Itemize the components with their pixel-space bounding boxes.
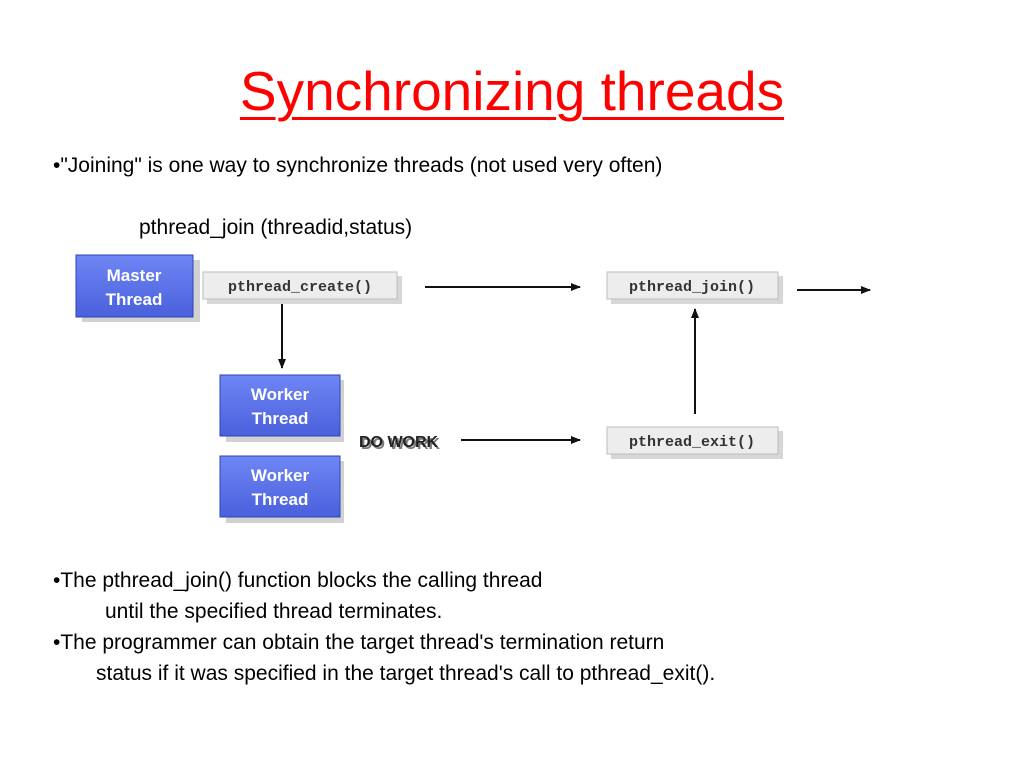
bullet-joining: •"Joining" is one way to synchronize thr… xyxy=(53,154,663,177)
do-work-label: DO WORK xyxy=(359,434,439,451)
pthread-join-label: pthread_join() xyxy=(629,279,755,296)
master-thread-box: Master Thread xyxy=(75,254,200,322)
pthread-join-box: pthread_join() xyxy=(606,271,783,304)
bullet-join-blocks-line1: •The pthread_join() function blocks the … xyxy=(53,569,543,592)
pthread-create-label: pthread_create() xyxy=(228,279,372,296)
worker-thread-box-1: Worker Thread xyxy=(219,374,344,442)
worker-thread-2-label-line1: Worker xyxy=(251,466,310,485)
worker-thread-1-label-line2: Thread xyxy=(252,409,309,428)
bullet-termination-line1: •The programmer can obtain the target th… xyxy=(53,631,665,654)
master-thread-label-line2: Thread xyxy=(106,290,163,309)
worker-thread-2-label-line2: Thread xyxy=(252,490,309,509)
pthread-exit-label: pthread_exit() xyxy=(629,434,755,451)
pthread-create-box: pthread_create() xyxy=(202,271,402,304)
pthread-join-syntax: pthread_join (threadid,status) xyxy=(139,216,413,239)
worker-thread-1-label-line1: Worker xyxy=(251,385,310,404)
master-thread-label-line1: Master xyxy=(107,266,162,285)
slide-title: Synchronizing threads xyxy=(239,60,785,122)
bullet-join-blocks-line2: until the specified thread terminates. xyxy=(105,600,443,623)
pthread-exit-box: pthread_exit() xyxy=(606,426,783,459)
worker-thread-box-2: Worker Thread xyxy=(219,455,344,523)
bullet-termination-line2: status if it was specified in the target… xyxy=(96,662,716,685)
do-work-shadow: DO WORK xyxy=(361,436,441,453)
